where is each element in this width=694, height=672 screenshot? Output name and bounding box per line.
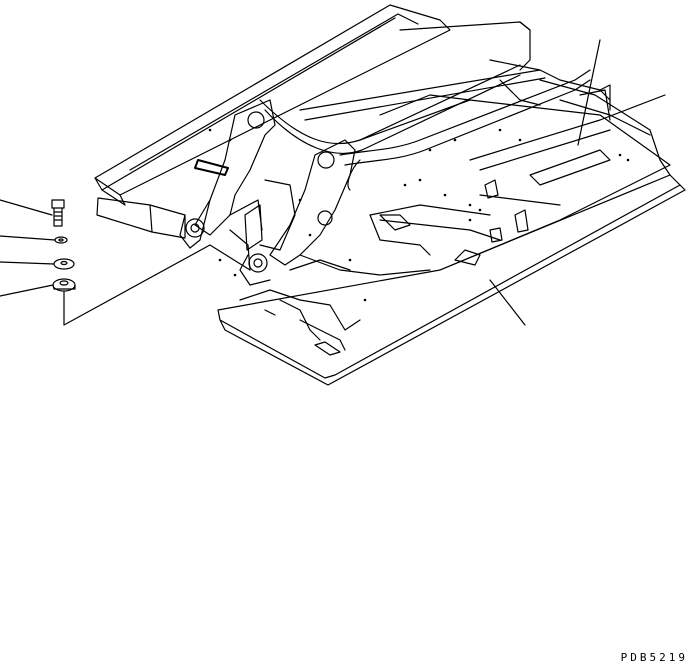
boom-bracket-left [179,99,276,249]
front-floor-plate [217,174,686,386]
bolt-holes [208,128,630,302]
washer-icon [54,236,68,244]
boom-bracket-right [239,139,356,286]
plate-icon [52,278,76,292]
exploded-parts [51,199,76,292]
guard-rails [259,64,591,191]
bolt-icon [51,199,65,227]
left-deck-rail [94,4,451,239]
center-frame-box [194,159,333,271]
leader-lines [0,39,666,326]
drawing-code: PDB5219 [620,651,688,664]
right-beams [299,21,671,176]
plate-icon [53,258,75,270]
